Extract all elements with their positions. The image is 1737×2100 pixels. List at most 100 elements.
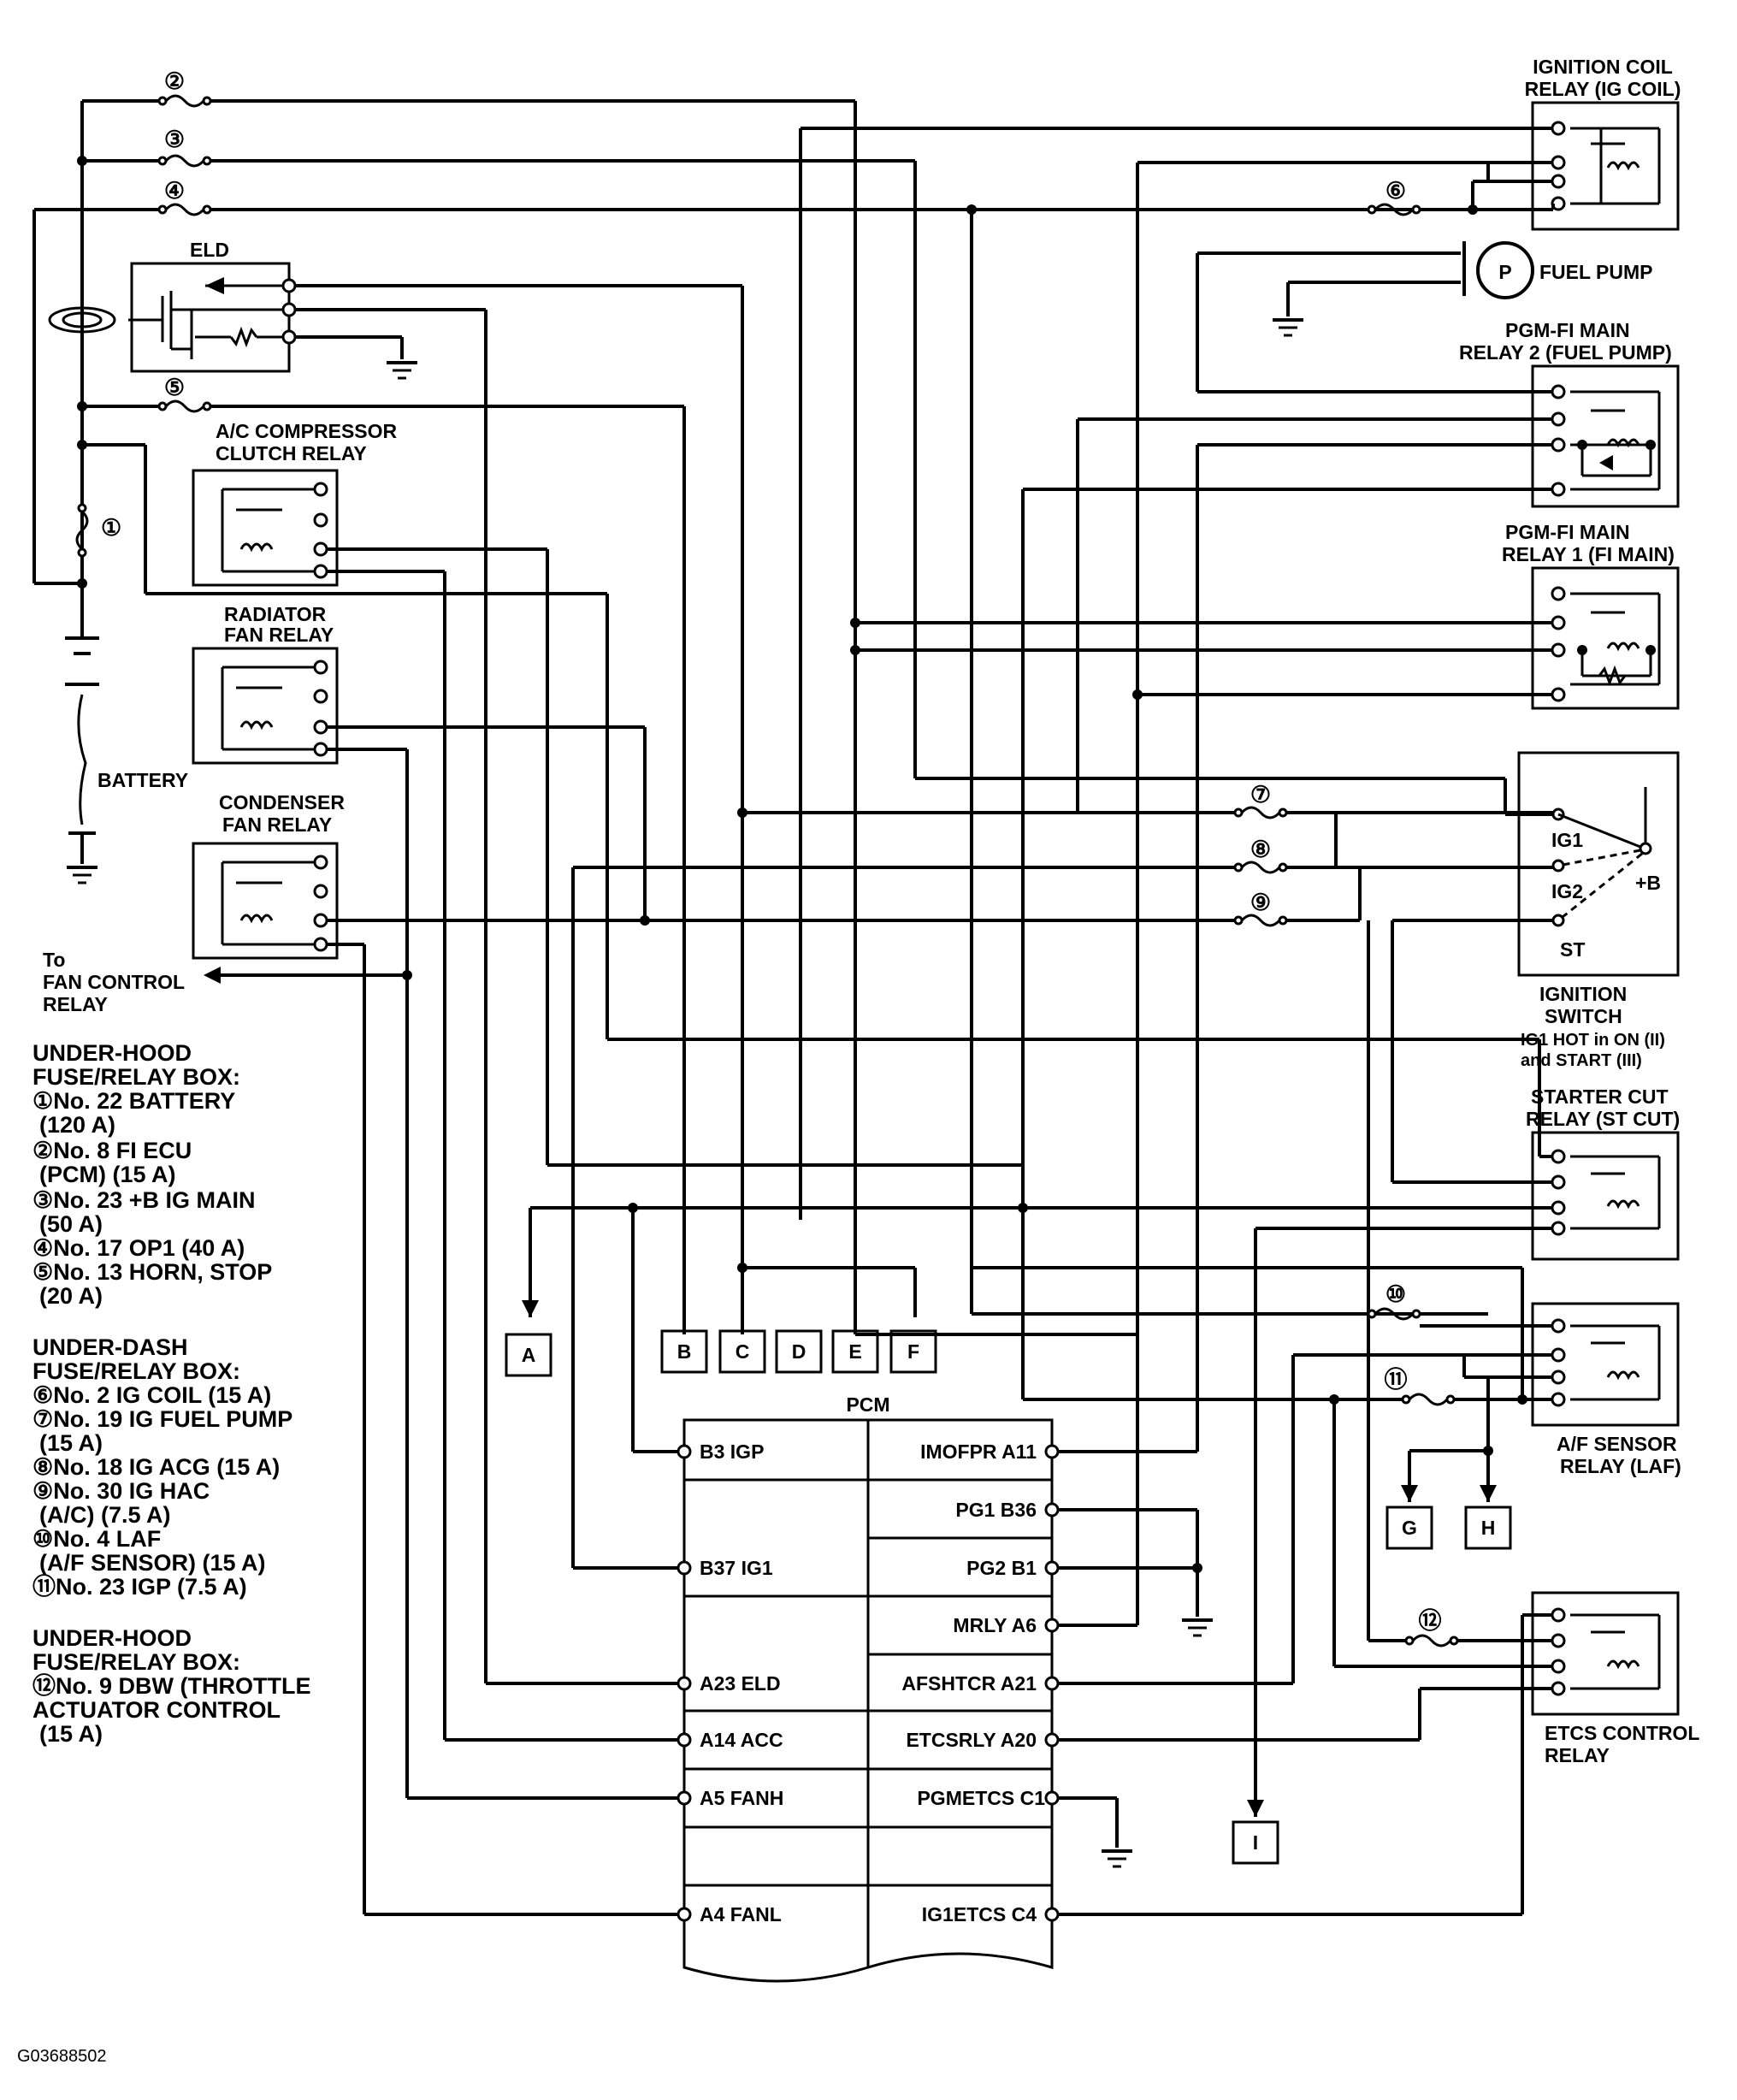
connector-e: E — [848, 1340, 861, 1363]
fan-control-label-2: FAN CONTROL — [43, 971, 185, 993]
fan-control-label-1: To — [43, 949, 65, 971]
legend-title: FUSE/RELAY BOX: — [32, 1649, 240, 1675]
legend-line: ⑦No. 19 IG FUEL PUMP — [32, 1406, 292, 1432]
condenser-fan-relay — [192, 842, 339, 960]
af-sensor-relay — [1531, 1302, 1680, 1427]
ignition-switch — [1517, 751, 1680, 977]
legend-line: ④No. 17 OP1 (40 A) — [32, 1235, 245, 1261]
fuse-label-7: ⑦ — [1250, 782, 1271, 807]
pcm-terminal-b37-ig1: B37 IG1 — [700, 1557, 773, 1579]
pcm-terminal-a21-afshtcr: AFSHTCR A21 — [901, 1672, 1037, 1695]
legend-title: FUSE/RELAY BOX: — [32, 1358, 240, 1384]
pcm-label: PCM — [846, 1393, 889, 1416]
connector-h: H — [1481, 1517, 1496, 1539]
radiator-relay-label-1: RADIATOR — [224, 603, 327, 625]
ig-coil-relay-label-1: IGNITION COIL — [1533, 56, 1673, 78]
af-relay-label-1: A/F SENSOR — [1557, 1433, 1677, 1455]
legend-under-dash: UNDER-DASH FUSE/RELAY BOX: ⑥No. 2 IG COI… — [32, 1334, 292, 1600]
fuse-label-12: ⑫ — [1419, 1607, 1442, 1634]
starter-cut-relay — [1531, 1131, 1680, 1261]
legend-line: (15 A) — [39, 1721, 103, 1747]
legend-line: ⑧No. 18 IG ACG (15 A) — [32, 1454, 280, 1480]
starter-cut-label-1: STARTER CUT — [1531, 1085, 1669, 1108]
pgm-fi-main-relay-2 — [1531, 364, 1680, 508]
starter-cut-label-2: RELAY (ST CUT) — [1526, 1108, 1680, 1130]
fuse-label-6: ⑥ — [1385, 178, 1406, 204]
junction-dots — [77, 156, 1527, 1573]
ac-relay-label-1: A/C COMPRESSOR — [216, 420, 398, 442]
connector-g: G — [1402, 1517, 1417, 1539]
fuel-pump-label: FUEL PUMP — [1539, 261, 1652, 283]
fuse-label-5: ⑤ — [164, 375, 185, 400]
legend-line: ⑩No. 4 LAF — [32, 1526, 161, 1552]
pcm-terminal-a5-fanh: A5 FANH — [700, 1787, 783, 1809]
connector-d: D — [792, 1340, 806, 1363]
legend-line: ③No. 23 +B IG MAIN — [32, 1187, 256, 1213]
ig1-terminal-label: IG1 — [1551, 829, 1583, 851]
connector-boxes — [505, 1329, 1512, 1865]
connector-b: B — [677, 1340, 692, 1363]
st-terminal-label: ST — [1560, 938, 1585, 961]
legend-line: ⑤No. 13 HORN, STOP — [32, 1259, 272, 1285]
legend-line: (A/F SENSOR) (15 A) — [39, 1550, 266, 1576]
fuse-label-1: ① — [101, 515, 121, 541]
pgm-fi-relay-1-label-2: RELAY 1 (FI MAIN) — [1502, 543, 1675, 565]
etcs-relay-label-1: ETCS CONTROL — [1545, 1722, 1699, 1744]
ac-relay-label-2: CLUTCH RELAY — [216, 442, 367, 464]
legend-line: ACTUATOR CONTROL — [32, 1697, 281, 1723]
eld-unit — [48, 262, 297, 373]
pcm-terminal-a11-imofpr: IMOFPR A11 — [920, 1440, 1037, 1463]
af-relay-label-2: RELAY (LAF) — [1560, 1455, 1681, 1477]
pcm-terminal-b36-pg1: PG1 B36 — [955, 1499, 1037, 1521]
pgm-fi-main-relay-1 — [1531, 566, 1680, 710]
condenser-relay-label-2: FAN RELAY — [222, 813, 332, 836]
fuse-label-2: ② — [164, 68, 185, 94]
legend-line: (PCM) (15 A) — [39, 1162, 176, 1187]
etcs-control-relay — [1531, 1591, 1680, 1716]
ignition-switch-label-3: IG1 HOT in ON (II) — [1521, 1031, 1665, 1050]
fuel-pump-symbol: P — [1498, 261, 1511, 283]
pcm-terminal-c1-pgmetcs: PGMETCS C1 — [917, 1787, 1045, 1809]
connector-a: A — [522, 1344, 536, 1366]
pgm-fi-relay-2-label-2: RELAY 2 (FUEL PUMP) — [1459, 341, 1672, 364]
ignition-switch-label-4: and START (III) — [1521, 1051, 1642, 1070]
fuse-label-9: ⑨ — [1250, 890, 1271, 915]
legend-line: (120 A) — [39, 1112, 115, 1138]
pcm-terminal-c4-ig1etcs: IG1ETCS C4 — [922, 1903, 1037, 1925]
eld-label: ELD — [190, 239, 229, 261]
ignition-switch-label-2: SWITCH — [1545, 1005, 1622, 1027]
legend-line: ①No. 22 BATTERY — [32, 1088, 235, 1114]
fuse-label-10: ⑩ — [1385, 1281, 1406, 1307]
pcm-terminal-a14-acc: A14 ACC — [700, 1729, 783, 1751]
pgm-fi-relay-2-label-1: PGM-FI MAIN — [1505, 319, 1630, 341]
ac-compressor-clutch-relay — [192, 469, 339, 587]
battery-label: BATTERY — [97, 769, 188, 791]
pcm-terminal-b1-pg2: PG2 B1 — [966, 1557, 1037, 1579]
legend-title: FUSE/RELAY BOX: — [32, 1064, 240, 1090]
ig2-terminal-label: IG2 — [1551, 880, 1583, 902]
legend-line: ⑫No. 9 DBW (THROTTLE — [32, 1672, 310, 1699]
figure-id: G03688502 — [17, 2047, 107, 2066]
pcm-terminal-a20-etcsrly: ETCSRLY A20 — [906, 1729, 1037, 1751]
pcm-terminal-a23-eld: A23 ELD — [700, 1672, 781, 1695]
ig-coil-relay-label-2: RELAY (IG COIL) — [1525, 78, 1681, 100]
fan-control-label-3: RELAY — [43, 993, 108, 1015]
fuel-pump — [1462, 241, 1534, 299]
legend-line: (20 A) — [39, 1283, 103, 1309]
legend-title: UNDER-HOOD — [32, 1625, 192, 1651]
pcm-module — [676, 1418, 1060, 1983]
radiator-fan-relay — [192, 647, 339, 765]
fuse-label-4: ④ — [164, 178, 185, 204]
legend-under-hood-2: UNDER-HOOD FUSE/RELAY BOX: ⑫No. 9 DBW (T… — [32, 1625, 310, 1747]
pcm-terminal-a4-fanl: A4 FANL — [700, 1903, 782, 1925]
pcm-terminal-a6-mrly: MRLY A6 — [953, 1614, 1037, 1636]
connector-f: F — [907, 1340, 919, 1363]
legend-under-hood-1: UNDER-HOOD FUSE/RELAY BOX: ①No. 22 BATTE… — [32, 1040, 272, 1309]
ignition-coil-relay — [1531, 101, 1680, 231]
legend-line: ②No. 8 FI ECU — [32, 1138, 192, 1163]
legend-line: ⑥No. 2 IG COIL (15 A) — [32, 1382, 271, 1408]
legend-title: UNDER-DASH — [32, 1334, 188, 1360]
legend-line: ⑪No. 23 IGP (7.5 A) — [32, 1573, 247, 1600]
fuse-label-8: ⑧ — [1250, 837, 1271, 862]
